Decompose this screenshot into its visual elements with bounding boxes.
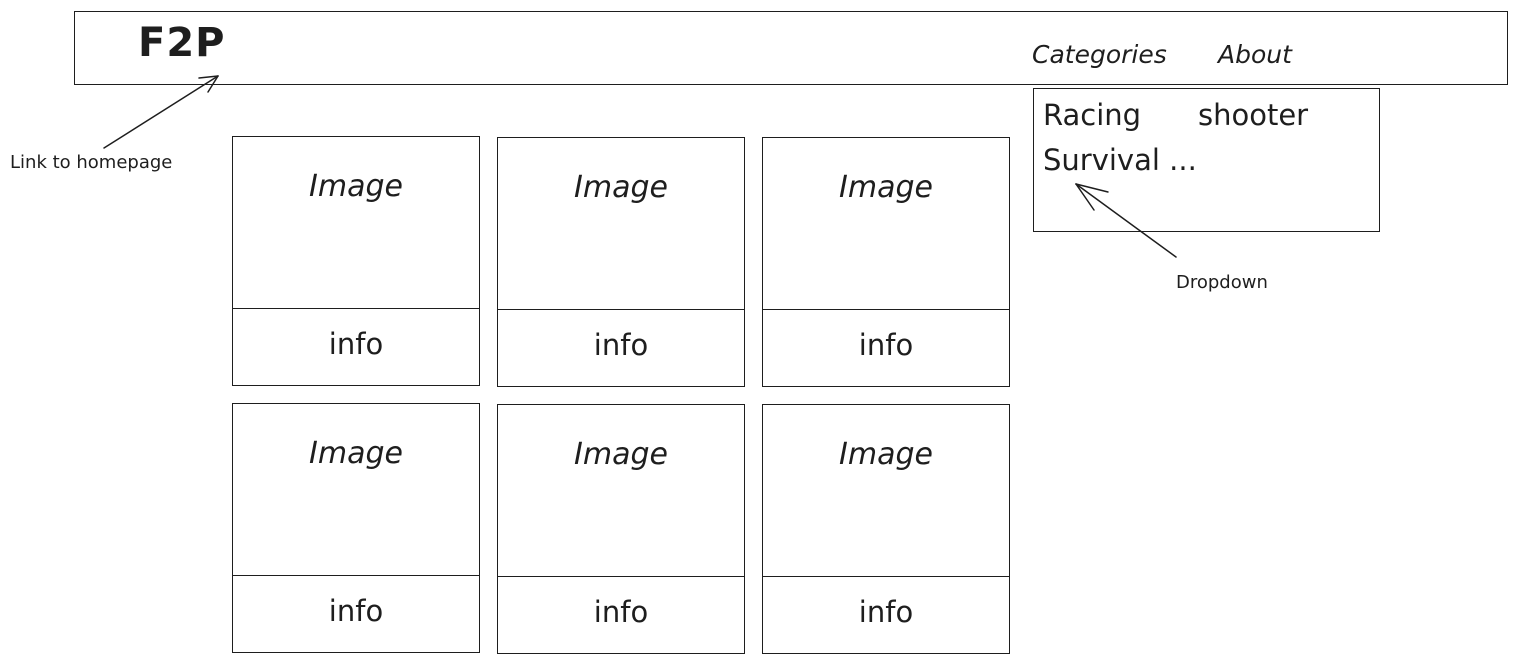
game-card[interactable]: Image info (497, 404, 745, 654)
dropdown-item-survival[interactable]: Survival ... (1043, 143, 1197, 177)
arrow-to-dropdown-icon (1075, 183, 1177, 258)
card-image-label: Image (839, 170, 933, 205)
game-card[interactable]: Image info (232, 403, 480, 653)
card-image-placeholder: Image (498, 405, 744, 577)
annotation-homepage-note: Link to homepage (10, 152, 173, 173)
navbar (74, 11, 1508, 85)
card-info-label: info (858, 328, 914, 362)
card-info-label: info (328, 327, 384, 361)
game-card[interactable]: Image info (762, 404, 1010, 654)
card-info-label: info (328, 594, 384, 628)
card-image-label: Image (839, 437, 933, 472)
card-image-placeholder: Image (498, 138, 744, 310)
logo-home-link[interactable]: F2P (138, 20, 226, 66)
arrow-to-logo-icon (103, 75, 219, 149)
dropdown-item-racing[interactable]: Racing (1043, 98, 1142, 132)
annotation-dropdown-note: Dropdown (1176, 272, 1268, 293)
dropdown-item-shooter[interactable]: shooter (1198, 98, 1309, 132)
card-image-label: Image (574, 437, 668, 472)
categories-dropdown (1033, 88, 1380, 232)
card-info-label: info (858, 595, 914, 629)
card-info-label: info (593, 328, 649, 362)
nav-about-link[interactable]: About (1218, 40, 1292, 69)
card-image-placeholder: Image (233, 404, 479, 576)
card-info-label: info (593, 595, 649, 629)
card-image-placeholder: Image (233, 137, 479, 309)
card-image-label: Image (574, 170, 668, 205)
card-image-label: Image (309, 436, 403, 471)
game-card[interactable]: Image info (232, 136, 480, 386)
card-image-placeholder: Image (763, 138, 1009, 310)
game-card[interactable]: Image info (497, 137, 745, 387)
card-image-placeholder: Image (763, 405, 1009, 577)
nav-categories-link[interactable]: Categories (1032, 40, 1167, 69)
game-card[interactable]: Image info (762, 137, 1010, 387)
card-image-label: Image (309, 169, 403, 204)
